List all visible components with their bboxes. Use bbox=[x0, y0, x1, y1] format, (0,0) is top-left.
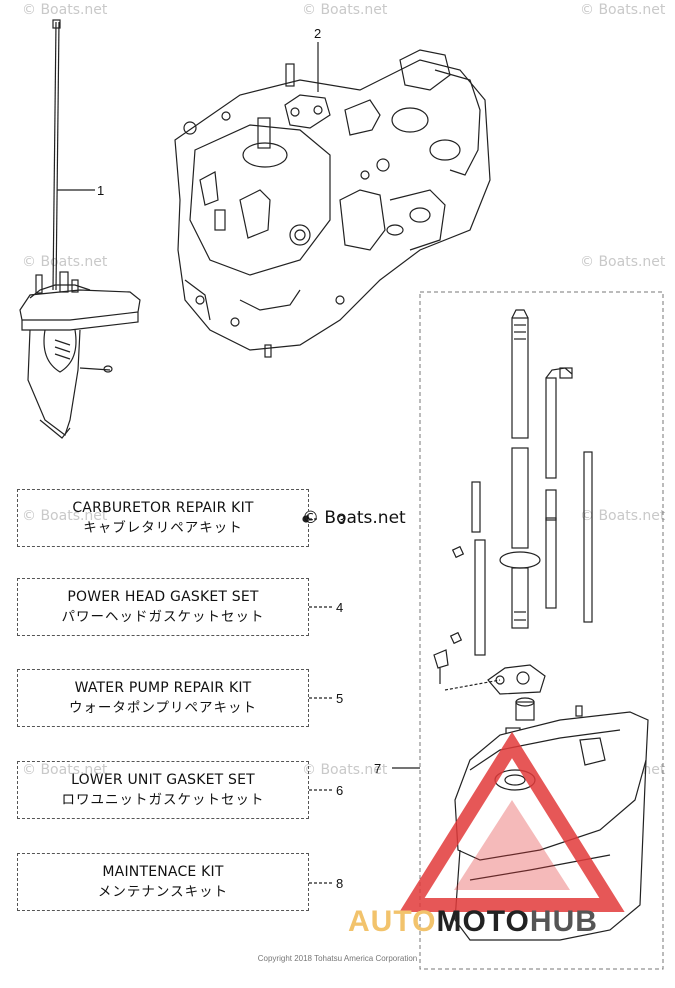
callout-1: 1 bbox=[97, 183, 105, 198]
kit-box-maintenance[interactable]: MAINTENACE KIT メンテナンスキット bbox=[17, 853, 309, 911]
kit-title-en: POWER HEAD GASKET SET bbox=[67, 589, 259, 605]
kit-title-en: CARBURETOR REPAIR KIT bbox=[72, 500, 254, 516]
brand-part-moto: MOTO bbox=[436, 905, 530, 938]
callout-6: 6 bbox=[336, 783, 344, 798]
callout-5: 5 bbox=[336, 691, 344, 706]
kit-box-lower-unit-gasket[interactable]: LOWER UNIT GASKET SET ロワユニットガスケットセット bbox=[17, 761, 309, 819]
watermark: © Boats.net bbox=[580, 2, 666, 18]
kit-title-jp: パワーヘッドガスケットセット bbox=[61, 609, 265, 625]
callout-4: 4 bbox=[336, 600, 344, 615]
copyright-text: Copyright 2018 Tohatsu America Corporati… bbox=[257, 954, 418, 963]
logo-triangle bbox=[399, 731, 625, 912]
shift-rod-assembly bbox=[19, 19, 141, 439]
kit-box-power-head-gasket[interactable]: POWER HEAD GASKET SET パワーヘッドガスケットセット bbox=[17, 578, 309, 636]
callout-3: 3 bbox=[338, 512, 346, 527]
power-head-block bbox=[174, 42, 491, 358]
watermark: © Boats.net bbox=[302, 762, 388, 778]
brand-logo: AUTOMOTOHUB bbox=[348, 905, 598, 939]
logo-triangle-inner bbox=[454, 800, 570, 890]
watermark: © Boats.net bbox=[22, 2, 108, 18]
brand-part-auto: AUTO bbox=[348, 905, 437, 938]
kit-title-en: WATER PUMP REPAIR KIT bbox=[74, 680, 252, 696]
callout-2: 2 bbox=[314, 26, 322, 41]
boats-net-label: © Boats.net bbox=[302, 508, 406, 528]
callout-7: 7 bbox=[374, 761, 382, 776]
kit-title-jp: メンテナンスキット bbox=[97, 884, 229, 900]
watermark: © Boats.net bbox=[302, 2, 388, 18]
kit-title-jp: ロワユニットガスケットセット bbox=[61, 792, 265, 808]
kit-title-jp: キャブレタリペアキット bbox=[83, 520, 243, 536]
kit-box-carburetor[interactable]: CARBURETOR REPAIR KIT キャブレタリペアキット bbox=[17, 489, 309, 547]
kit-title-en: MAINTENACE KIT bbox=[102, 864, 224, 880]
watermark: © Boats.net bbox=[580, 254, 666, 270]
watermark: © Boats.net bbox=[22, 508, 108, 524]
kit-box-water-pump[interactable]: WATER PUMP REPAIR KIT ウォータポンプリペアキット bbox=[17, 669, 309, 727]
callout-8: 8 bbox=[336, 876, 344, 891]
brand-part-hub: HUB bbox=[529, 905, 598, 938]
watermark: © Boats.net bbox=[580, 508, 666, 524]
kit-title-en: LOWER UNIT GASKET SET bbox=[71, 772, 255, 788]
watermark: © Boats.net bbox=[22, 762, 108, 778]
kit-title-jp: ウォータポンプリペアキット bbox=[68, 700, 258, 716]
watermark: © Boats.net bbox=[22, 254, 108, 270]
